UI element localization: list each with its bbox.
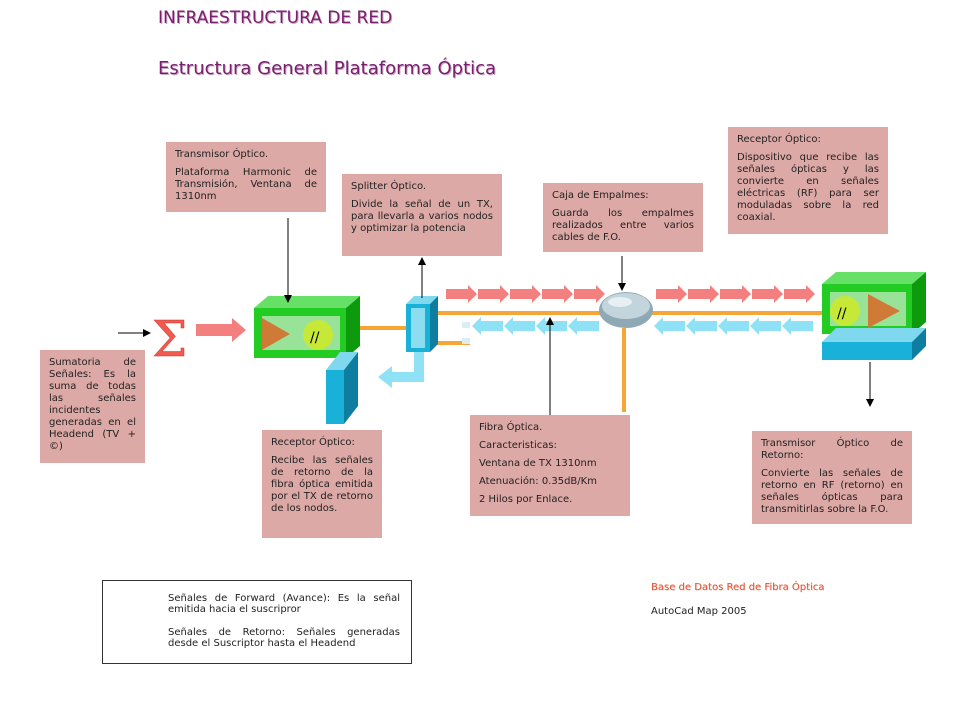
label-sumatoria: Sumatoria de Señales: Es la suma de toda… <box>40 350 145 463</box>
label-transmisor-retorno: Transmisor Óptico de Retorno: Convierte … <box>752 431 912 524</box>
forward-arrow <box>542 285 573 303</box>
legend-return-text: Señales de Retorno: Señales generadas de… <box>168 627 400 649</box>
label-receptor-optico-headend: Receptor Óptico: Recibe las señales de r… <box>262 430 382 538</box>
label-body: Recibe las señales de retorno de la fibr… <box>271 455 373 514</box>
return-arrow <box>782 317 813 335</box>
forward-arrow <box>574 285 605 303</box>
page-subtitle: Estructura General Plataforma Óptica <box>158 58 497 79</box>
label-title: Transmisor Óptico. <box>175 149 269 160</box>
return-arrow <box>536 317 567 335</box>
label-splitter-optico: Splitter Óptico. Divide la señal de un T… <box>342 174 502 256</box>
return-arrow <box>718 317 749 335</box>
forward-arrow <box>752 285 783 303</box>
svg-text://: // <box>310 330 320 346</box>
label-title: Receptor Óptico: <box>271 437 355 448</box>
sigma-symbol: Σ <box>152 310 187 368</box>
page-title: INFRAESTRUCTURA DE RED <box>158 8 393 28</box>
return-arrow <box>686 317 717 335</box>
label-title: Splitter Óptico. <box>351 181 427 192</box>
return-arrow-splitter <box>378 352 424 388</box>
label-title: Caja de Empalmes: <box>552 190 649 201</box>
label-body: Sumatoria de Señales: Es la suma de toda… <box>49 357 136 452</box>
label-line: 2 Hilos por Enlace. <box>479 494 573 505</box>
return-arrows-row <box>472 317 813 335</box>
label-body: Dispositivo que recibe las señales óptic… <box>737 152 879 223</box>
return-arrow <box>504 317 535 335</box>
forward-arrow <box>720 285 751 303</box>
pointer-lines <box>284 218 874 416</box>
label-line: Ventana de TX 1310nm <box>479 458 597 469</box>
label-line: Caracteristicas: <box>479 440 557 451</box>
label-transmisor-optico: Transmisor Óptico. Plataforma Harmonic d… <box>166 142 326 212</box>
label-title: Transmisor Óptico de Retorno: <box>761 438 903 461</box>
forward-arrow <box>478 285 509 303</box>
svg-text://: // <box>837 306 847 322</box>
credit-database: Base de Datos Red de Fibra Óptica <box>651 582 825 593</box>
label-title: Fibra Óptica. <box>479 422 543 433</box>
return-arrow <box>654 317 685 335</box>
forward-arrow <box>446 285 477 303</box>
label-body: Guarda los empalmes realizados entre var… <box>552 208 694 243</box>
forward-arrow <box>510 285 541 303</box>
return-arrow <box>472 317 503 335</box>
fiber-lines <box>350 311 823 412</box>
legend: Señales de Forward (Avance): Es la señal… <box>102 580 412 664</box>
label-title: Receptor Óptico: <box>737 134 821 145</box>
label-body: Convierte las señales de retorno en RF (… <box>761 468 903 515</box>
label-receptor-optico-nodo: Receptor Óptico: Dispositivo que recibe … <box>728 127 888 234</box>
return-arrow <box>750 317 781 335</box>
legend-forward-text: Señales de Forward (Avance): Es la señal… <box>168 593 400 615</box>
splice-box-device <box>599 292 653 328</box>
forward-arrow <box>688 285 719 303</box>
return-arrow <box>568 317 599 335</box>
credit-software: AutoCad Map 2005 <box>651 606 747 617</box>
label-body: Divide la señal de un TX, para llevarla … <box>351 199 493 234</box>
forward-arrows-row <box>446 285 815 303</box>
transmitter-device: // <box>254 296 360 358</box>
forward-arrow <box>784 285 815 303</box>
splitter-device <box>406 296 438 352</box>
label-fibra-optica: Fibra Óptica. Caracteristicas: Ventana d… <box>470 415 630 516</box>
headend-receiver-device <box>326 352 358 424</box>
label-caja-empalmes: Caja de Empalmes: Guarda los empalmes re… <box>543 183 703 252</box>
forward-arrow <box>656 285 687 303</box>
splitter-outputs <box>462 322 470 344</box>
label-line: Atenuación: 0.35dB/Km <box>479 476 597 487</box>
node-device: // <box>822 272 926 360</box>
forward-arrow-input <box>196 318 246 342</box>
label-body: Plataforma Harmonic de Transmisión, Vent… <box>175 167 317 202</box>
